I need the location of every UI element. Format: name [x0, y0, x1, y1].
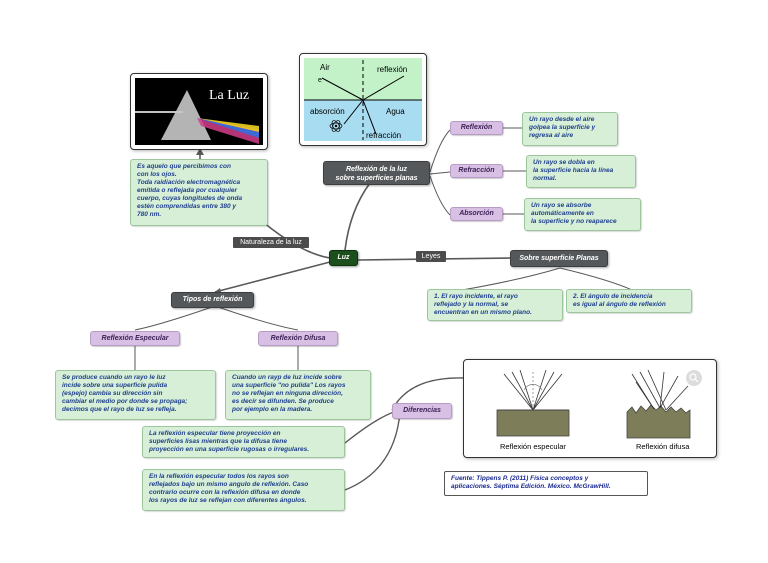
- label-agua: Agua: [386, 107, 405, 116]
- zoom-icon[interactable]: [684, 368, 702, 386]
- leyes-link-label: Leyes: [416, 251, 446, 262]
- label-reflexion-especular: Reflexión especular: [500, 442, 566, 451]
- reflection-comparison-image: Reflexión especular Reflexión difusa: [463, 359, 717, 458]
- la-luz-image: La Luz: [130, 73, 268, 150]
- difusa-text: Cuando un rayp de luz incide sobre una s…: [225, 370, 371, 420]
- naturaleza-text-box: Es aquelo que percibimos con con los ojo…: [130, 159, 268, 226]
- diferencias-node[interactable]: Diferencias: [392, 403, 452, 419]
- la-luz-title: La Luz: [209, 88, 249, 103]
- prism-illustration: La Luz: [135, 78, 263, 145]
- absorcion-text: Un rayo se absorbe automáticamente en la…: [524, 198, 641, 231]
- especular-text: Se produce cuando un rayo le luz incide …: [55, 370, 216, 420]
- label-reflexion: reflexión: [377, 65, 407, 74]
- refraccion-node[interactable]: Refracción: [450, 164, 503, 178]
- reflexion-difusa-node[interactable]: Reflexión Difusa: [258, 331, 338, 346]
- superficies-planas-node[interactable]: Reflexión de la luz sobre superficies pl…: [323, 161, 430, 185]
- superficie-planas-node[interactable]: Sobre superficie Planas: [510, 250, 608, 267]
- tipos-de-reflexion-node[interactable]: Tipos de reflexión: [171, 292, 254, 308]
- diferencia-2-text: En la reflexión especular todos los rayo…: [142, 469, 345, 511]
- reflexion-node[interactable]: Reflexión: [450, 121, 503, 135]
- diferencia-1-text: La reflexión especular tiene proyección …: [142, 426, 345, 458]
- label-aire: Air: [320, 63, 330, 72]
- absorcion-node[interactable]: Absorción: [450, 207, 503, 221]
- ley-2-text: 2. El ángulo de incidencia es igual al á…: [566, 289, 692, 313]
- reflexion-text: Un rayo desde el aire golpea la superfic…: [522, 112, 618, 146]
- refraccion-text: Un rayo se dobla en la superficie hacia …: [526, 155, 636, 188]
- ley-1-text: 1. El rayo incidente, el rayo reflejado …: [427, 289, 563, 321]
- label-refraccion: refracción: [366, 131, 401, 140]
- fuente-citation: Fuente: Tippens P. (2011) Física concept…: [444, 471, 648, 496]
- label-absorcion: absorción: [310, 107, 345, 116]
- refraction-diagram: Air e reflexión absorción Agua refracció…: [299, 53, 427, 146]
- label-reflexion-difusa: Reflexión difusa: [636, 442, 690, 451]
- reflexion-especular-node[interactable]: Reflexión Especular: [90, 331, 180, 346]
- naturaleza-link-label: Naturaleza de la luz: [233, 237, 309, 248]
- root-node-luz[interactable]: Luz: [329, 250, 358, 266]
- label-e: e: [318, 77, 322, 84]
